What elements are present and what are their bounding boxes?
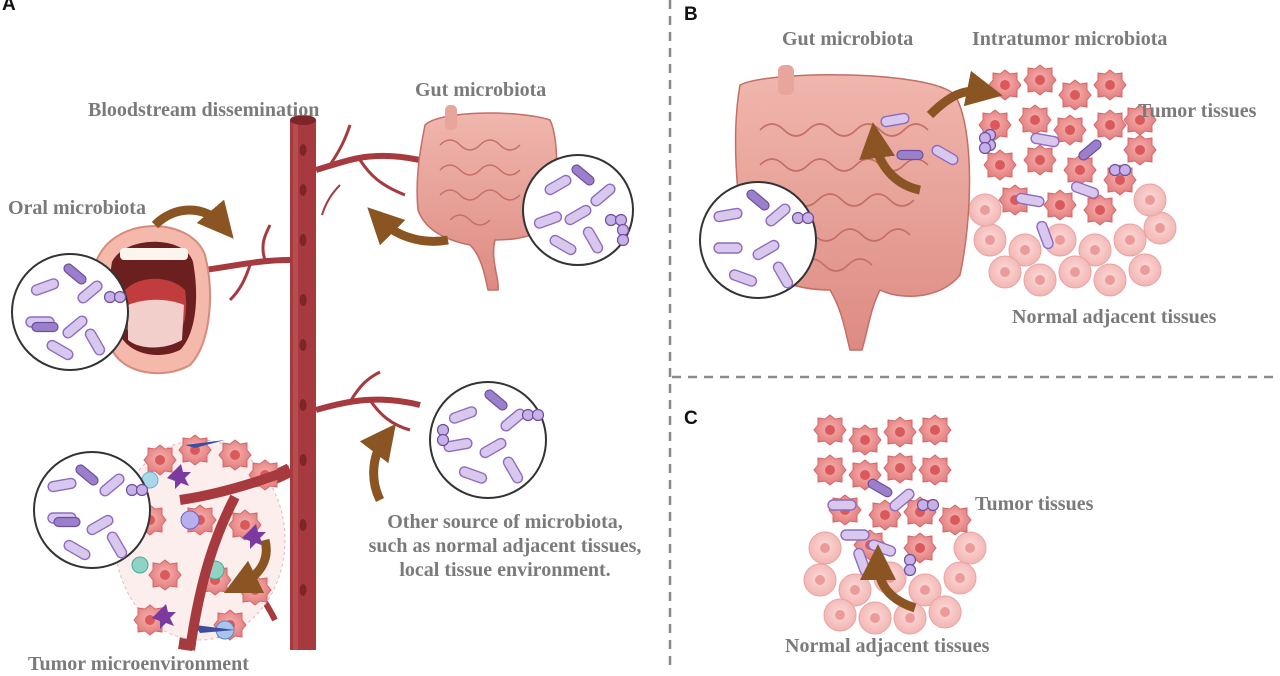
curved-arrow-icon bbox=[860, 544, 917, 613]
normal-cell-icon bbox=[803, 531, 987, 635]
bacteria-magnifier-icon bbox=[11, 253, 129, 371]
label-tumor-tissues-c: Tumor tissues bbox=[975, 493, 1094, 515]
label-tumor-tissues-b: Tumor tissues bbox=[1138, 100, 1257, 122]
panel-a-letter: A bbox=[2, 0, 16, 15]
panel-c-letter: C bbox=[684, 408, 698, 429]
panel-b-artwork bbox=[699, 64, 1177, 351]
label-other-source-line2: such as normal adjacent tissues, bbox=[368, 535, 642, 557]
panel-b-letter: B bbox=[684, 4, 698, 25]
label-intratumor-microbiota: Intratumor microbiota bbox=[972, 28, 1168, 50]
label-oral-microbiota: Oral microbiota bbox=[8, 197, 146, 219]
curved-arrow-icon bbox=[151, 199, 234, 239]
label-bloodstream-dissemination: Bloodstream dissemination bbox=[88, 99, 320, 121]
label-other-source-line3: local tissue environment. bbox=[399, 559, 611, 581]
label-gut-microbiota-a: Gut microbiota bbox=[415, 79, 547, 101]
bacteria-magnifier-icon bbox=[429, 381, 547, 499]
label-other-source-line1: Other source of microbiota, bbox=[387, 511, 623, 533]
label-normal-adjacent-tissues-b: Normal adjacent tissues bbox=[1012, 306, 1217, 328]
panel-a-artwork bbox=[11, 105, 634, 651]
bacteria-magnifier-icon bbox=[522, 154, 634, 266]
curved-arrow-icon bbox=[926, 70, 1003, 119]
curved-arrow-icon bbox=[367, 207, 449, 246]
panel-c-artwork bbox=[803, 414, 987, 635]
curved-arrow-icon bbox=[359, 423, 396, 503]
bacteria-magnifier-icon bbox=[699, 181, 817, 299]
label-other-source: Other source of microbiota, such as norm… bbox=[345, 510, 665, 582]
intestine-icon bbox=[416, 105, 558, 291]
tumor-cell-icon bbox=[978, 64, 1157, 226]
label-normal-adjacent-tissues-c: Normal adjacent tissues bbox=[785, 635, 990, 657]
curved-arrow-icon bbox=[859, 122, 922, 195]
bacteria-magnifier-icon bbox=[33, 451, 151, 569]
label-gut-microbiota-b: Gut microbiota bbox=[782, 28, 914, 50]
curved-arrow-icon bbox=[223, 538, 271, 594]
label-tumor-microenvironment: Tumor microenvironment bbox=[28, 653, 249, 675]
